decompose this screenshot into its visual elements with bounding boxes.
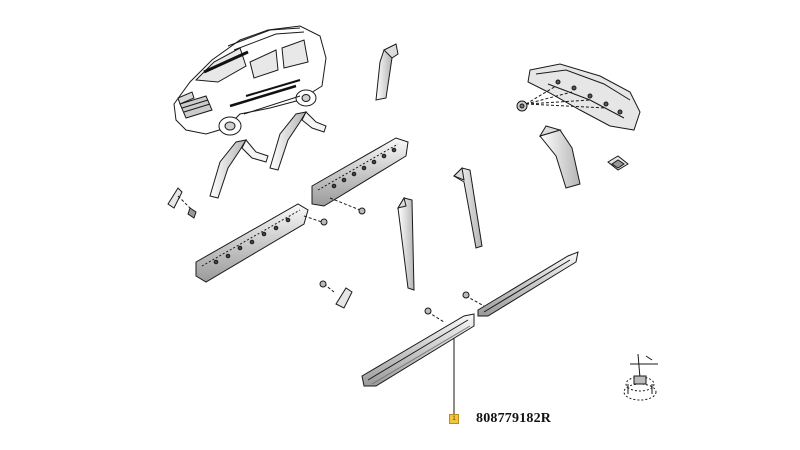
rear-door-moulding xyxy=(195,203,328,283)
wheel-arch-mouldings xyxy=(209,111,327,199)
part-number-label: 808779182R xyxy=(476,411,552,426)
rear-sill-strip xyxy=(462,251,579,317)
rear-quarter-pillar xyxy=(538,125,581,189)
vehicle-overview xyxy=(173,25,327,136)
b-pillar-trim-upper xyxy=(375,43,399,101)
center-pillars xyxy=(396,166,483,291)
front-sill-strip xyxy=(361,307,475,387)
fixing-detail-inset xyxy=(623,353,658,401)
lower-bracket xyxy=(319,280,353,309)
callout-marker: 1 xyxy=(449,414,459,424)
front-door-moulding xyxy=(311,137,409,215)
front-bracket-and-screw xyxy=(167,187,197,219)
retaining-clip xyxy=(607,155,629,171)
tailgate-garnish xyxy=(516,63,641,131)
